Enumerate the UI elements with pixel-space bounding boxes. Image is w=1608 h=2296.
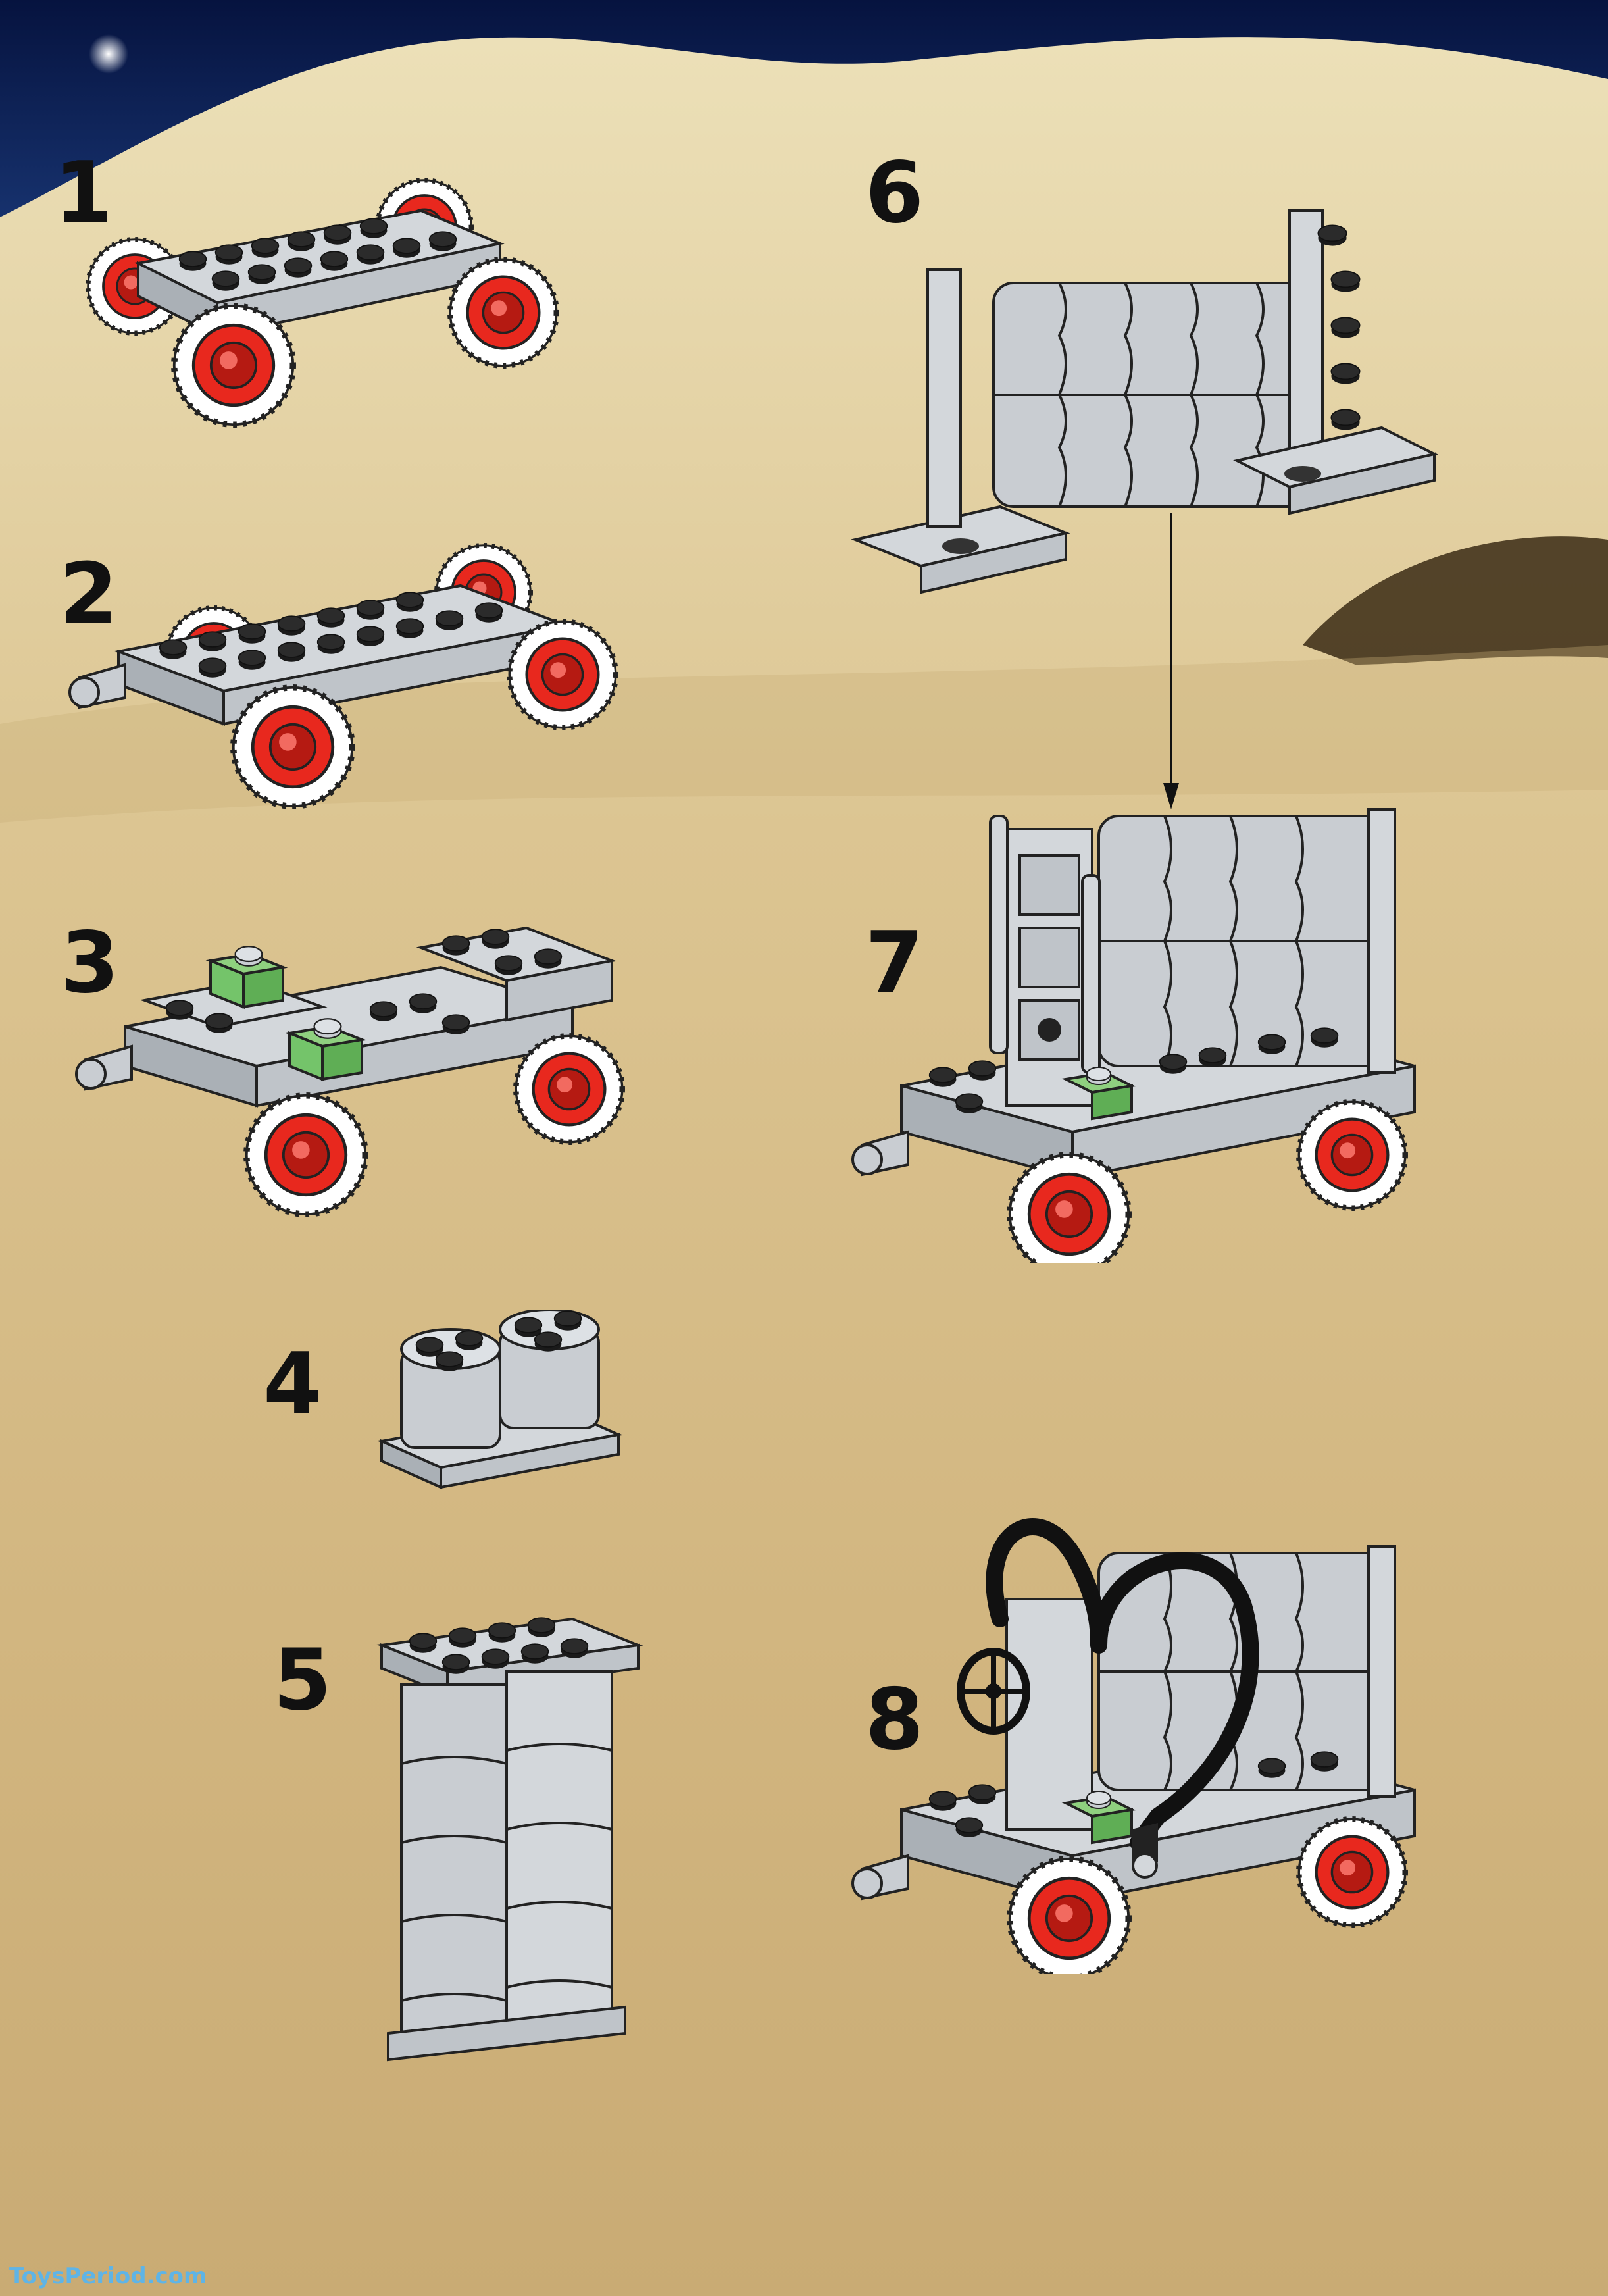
- step-number-2: 2: [59, 546, 118, 644]
- canister-icon: [400, 1328, 501, 1449]
- wheel-icon: [1010, 1859, 1129, 1974]
- watermark: ToysPeriod.com: [9, 2263, 207, 2289]
- wheel-icon: [234, 688, 353, 807]
- step-number-7: 7: [865, 914, 924, 1012]
- step-6-illustration: [851, 209, 1438, 594]
- arrow-down-icon: [1163, 513, 1179, 809]
- step-7-illustration: [851, 808, 1416, 1263]
- step-number-3: 3: [61, 914, 119, 1012]
- step-3-illustration: [75, 926, 651, 1244]
- step-5-illustration: [376, 1617, 643, 2062]
- step-8-illustration: [851, 1518, 1416, 1974]
- step-number-1: 1: [54, 144, 113, 242]
- wheel-icon: [516, 1036, 622, 1142]
- wheel-icon: [509, 621, 616, 728]
- step-2-illustration: [68, 540, 645, 842]
- wheel-icon: [247, 1096, 366, 1215]
- canister-icon: [499, 1310, 600, 1429]
- step-number-8: 8: [865, 1671, 924, 1769]
- steering-wheel-icon: [957, 1648, 1030, 1735]
- step-1-illustration: [79, 171, 579, 447]
- wheel-icon: [174, 306, 293, 425]
- wheel-icon: [450, 259, 557, 366]
- step-4-illustration: [377, 1310, 623, 1490]
- wheel-icon: [1299, 1102, 1405, 1208]
- step-number-5: 5: [273, 1631, 332, 1729]
- step-number-6: 6: [865, 144, 924, 242]
- wheel-icon: [1299, 1819, 1405, 1926]
- hose-icon: [986, 1518, 1259, 1851]
- step-number-4: 4: [263, 1335, 322, 1433]
- wheel-icon: [1010, 1155, 1129, 1263]
